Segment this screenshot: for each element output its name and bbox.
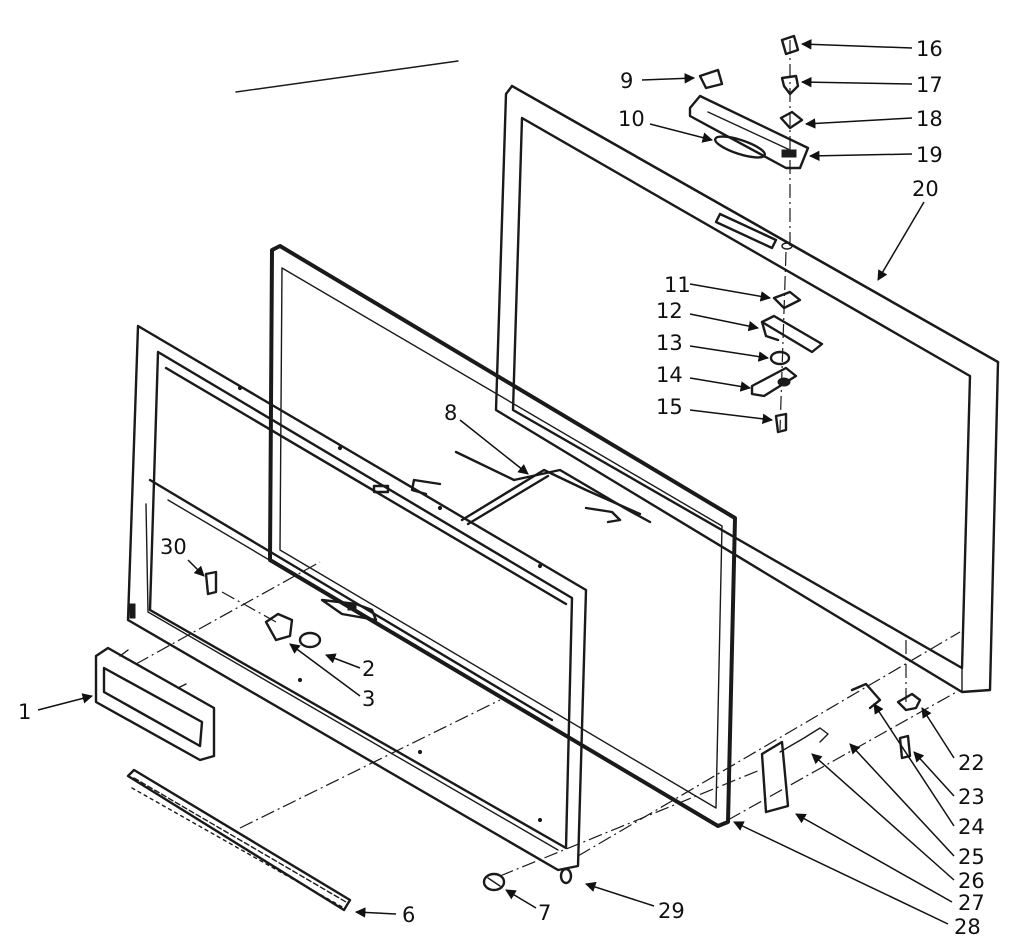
door-panel-20	[494, 84, 1000, 694]
svg-text:19: 19	[916, 143, 943, 167]
bracket-plate-27	[760, 727, 829, 814]
svg-text:1: 1	[18, 700, 31, 724]
svg-text:11: 11	[664, 273, 691, 297]
hinge-assembly	[750, 251, 824, 434]
callout-13: 13	[656, 331, 770, 362]
callout-15: 15	[656, 395, 774, 425]
svg-text:8: 8	[444, 401, 457, 425]
callout-2: 2	[325, 653, 375, 681]
svg-text:6: 6	[402, 903, 415, 927]
callout-29: 29	[585, 881, 685, 923]
callout-11: 11	[664, 273, 772, 302]
svg-text:23: 23	[958, 785, 985, 809]
callout-27: 27	[795, 813, 985, 915]
callout-9: 9	[620, 69, 696, 93]
callout-7: 7	[505, 889, 551, 925]
callout-14: 14	[656, 363, 752, 392]
switch-assembly	[204, 570, 378, 649]
callout-19: 19	[808, 143, 943, 167]
callout-25: 25	[849, 743, 985, 869]
trim-strip-6	[126, 768, 352, 912]
front-door-panel	[126, 324, 588, 885]
callout-22: 22	[921, 707, 985, 775]
callout-1: 1	[18, 693, 94, 724]
svg-text:12: 12	[656, 299, 683, 323]
svg-text:15: 15	[656, 395, 683, 419]
svg-text:10: 10	[618, 107, 645, 131]
svg-text:7: 7	[538, 901, 551, 925]
handle-bezel-1	[94, 646, 216, 762]
svg-text:20: 20	[912, 177, 939, 201]
svg-text:16: 16	[916, 37, 943, 61]
svg-text:9: 9	[620, 69, 633, 93]
svg-text:17: 17	[916, 73, 943, 97]
callout-3: 3	[289, 643, 375, 711]
top-bracket-assembly	[688, 34, 810, 246]
svg-text:22: 22	[958, 751, 985, 775]
callout-24: 24	[873, 703, 985, 839]
callout-28: 28	[733, 821, 981, 939]
svg-text:3: 3	[362, 687, 375, 711]
alignment-lines	[135, 561, 961, 877]
callout-12: 12	[656, 299, 760, 332]
svg-text:14: 14	[656, 363, 683, 387]
screw-7	[482, 872, 506, 892]
callout-6: 6	[354, 903, 415, 927]
svg-text:28: 28	[954, 915, 981, 939]
svg-text:18: 18	[916, 107, 943, 131]
callout-18: 18	[804, 107, 943, 131]
svg-text:24: 24	[958, 815, 985, 839]
svg-text:30: 30	[160, 535, 187, 559]
svg-text:13: 13	[656, 331, 683, 355]
callout-23: 23	[913, 751, 985, 809]
callout-16: 16	[800, 37, 943, 61]
svg-text:2: 2	[362, 657, 375, 681]
callout-8: 8	[444, 401, 529, 475]
rod-assembly-8	[410, 450, 652, 526]
svg-text:26: 26	[958, 869, 985, 893]
callout-26: 26	[811, 753, 985, 893]
svg-text:29: 29	[658, 899, 685, 923]
callout-17: 17	[800, 73, 943, 97]
callout-20: 20	[877, 177, 939, 281]
svg-text:25: 25	[958, 845, 985, 869]
svg-text:27: 27	[958, 891, 985, 915]
callout-10: 10	[618, 107, 714, 143]
callout-30: 30	[160, 535, 205, 577]
stray-line	[235, 60, 459, 93]
